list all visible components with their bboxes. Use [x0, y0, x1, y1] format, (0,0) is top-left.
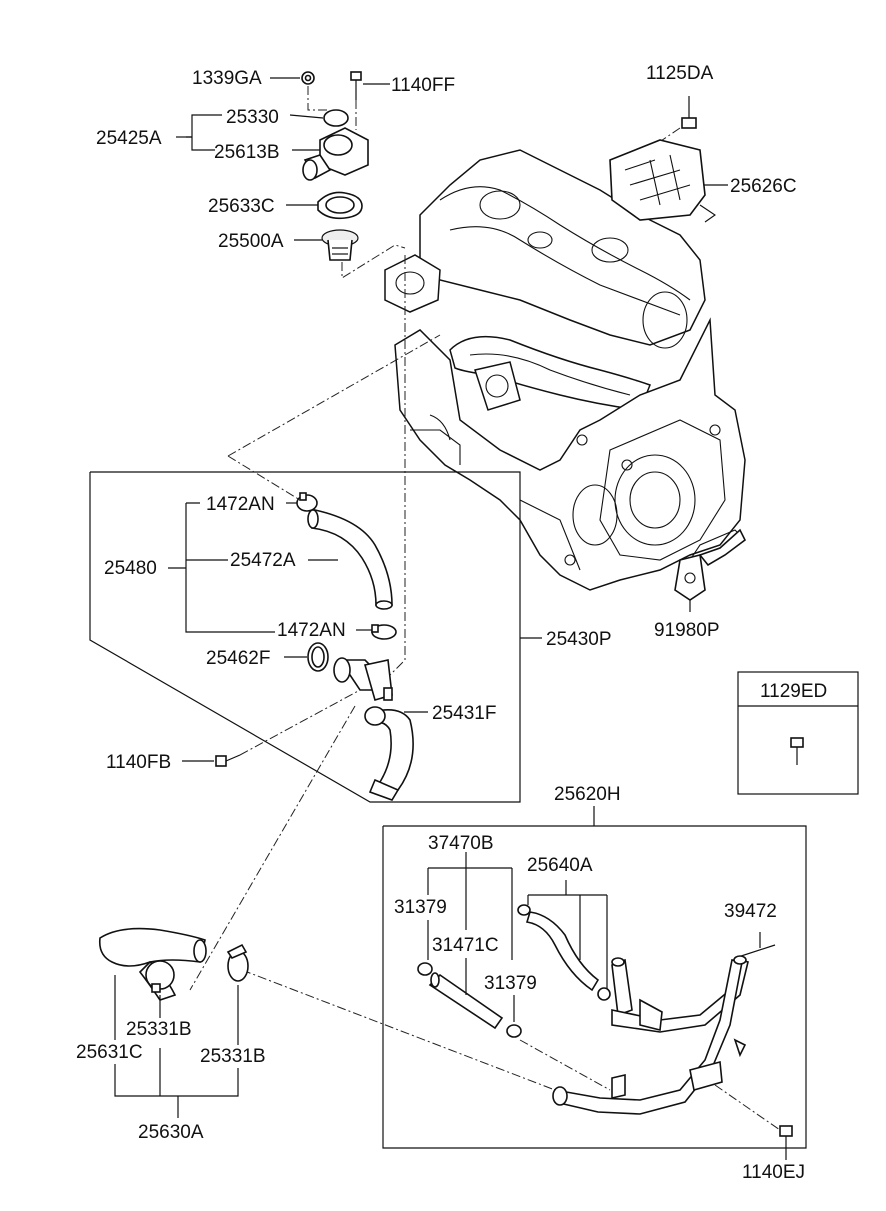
label-31379-right: 31379 [484, 973, 537, 994]
clamp-31379-right [506, 1024, 522, 1038]
label-25331B-left: 25331B [126, 1019, 192, 1040]
label-25462F: 25462F [206, 648, 270, 669]
label-25472A: 25472A [230, 550, 296, 571]
label-1140FF: 1140FF [391, 75, 455, 96]
bracket-91980P [674, 528, 747, 601]
label-1472AN-top: 1472AN [206, 494, 275, 515]
label-25631C: 25631C [76, 1042, 143, 1063]
label-39472: 39472 [724, 901, 777, 922]
clamp-25331B-left [145, 960, 175, 993]
cap-25330 [323, 109, 349, 127]
water-pipe-assembly [552, 944, 776, 1115]
label-1472AN-bottom: 1472AN [277, 620, 346, 641]
bolt-1140EJ [779, 1125, 793, 1160]
thermostat-25500A [321, 229, 359, 261]
label-25430P: 25430P [546, 629, 612, 650]
label-31379-left: 31379 [394, 897, 447, 918]
label-1140EJ: 1140EJ [742, 1162, 805, 1183]
label-25431F: 25431F [432, 703, 496, 724]
label-25330: 25330 [226, 107, 279, 128]
clamp-31379-left [417, 962, 433, 976]
label-25640A: 25640A [527, 855, 593, 876]
label-25630A: 25630A [138, 1122, 204, 1143]
label-91980P: 91980P [654, 620, 720, 641]
label-25480: 25480 [104, 558, 157, 579]
label-25626C: 25626C [730, 176, 797, 197]
label-31471C: 31471C [432, 935, 499, 956]
label-25613B: 25613B [214, 142, 280, 163]
part-box-1129ED [737, 671, 859, 795]
label-25620H: 25620H [554, 784, 621, 805]
hose-25640A [517, 904, 611, 1001]
water-outlet-25613B [302, 127, 369, 181]
hose-25472A [307, 509, 393, 610]
label-1339GA: 1339GA [192, 68, 262, 89]
clamp-1472AN-bottom [371, 624, 397, 640]
gasket-25633C [317, 191, 363, 220]
label-1140FB: 1140FB [106, 752, 171, 773]
label-25500A: 25500A [218, 231, 284, 252]
clamp-1472AN-top [296, 492, 318, 512]
nut-1339GA [301, 71, 315, 85]
heat-shield-25626C [609, 139, 716, 223]
bolt-1140FB [215, 754, 241, 767]
water-inlet-pipe-25431F [333, 657, 414, 801]
hose-31471C [428, 972, 504, 1030]
label-1129ED: 1129ED [760, 681, 827, 702]
group-box-25620H [382, 825, 807, 1149]
group-box-25430P [89, 471, 521, 803]
bolt-1140FF [350, 71, 362, 100]
label-25331B-right: 25331B [200, 1046, 266, 1067]
o-ring-25462F [307, 642, 329, 672]
clamp-25331B-right [226, 943, 249, 982]
bolt-1125DA [681, 96, 697, 129]
label-37470B: 37470B [428, 833, 494, 854]
label-1125DA: 1125DA [646, 63, 714, 84]
label-25425A: 25425A [96, 128, 162, 149]
label-25633C: 25633C [208, 196, 275, 217]
engine-block [384, 149, 746, 591]
